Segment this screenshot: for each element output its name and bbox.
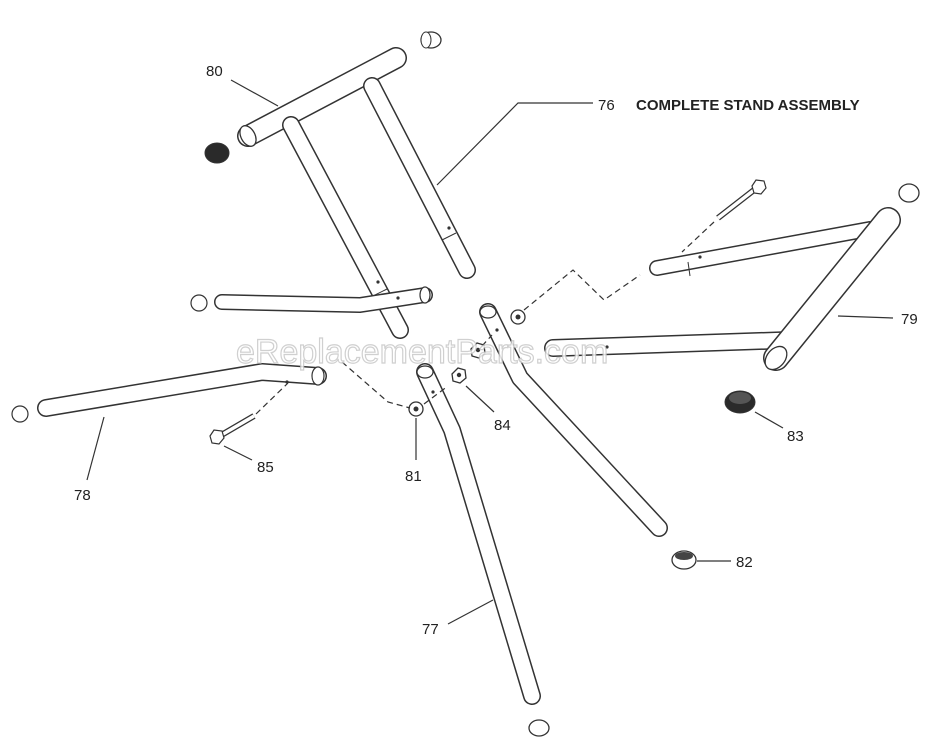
part-78-left-leg (37, 363, 327, 417)
assembly-dashed-lines (341, 269, 641, 409)
end-cap-small-left (190, 294, 208, 312)
part-81-washer (408, 401, 424, 417)
part-85-bolt (209, 382, 289, 445)
callout-80: 80 (206, 63, 223, 80)
end-cap-top-right (420, 31, 442, 49)
callout-76: 76 (598, 97, 615, 114)
leader-lines (86, 79, 894, 625)
end-cap-right-top (898, 183, 920, 203)
callout-84: 84 (494, 417, 511, 434)
part-82-cap (671, 550, 697, 570)
callout-78: 78 (74, 487, 91, 504)
part-83-dark-cap (724, 390, 756, 414)
watermark-text: eReplacementParts.com (236, 333, 608, 371)
callout-81: 81 (405, 468, 422, 485)
left-short-tube (214, 286, 433, 313)
part-77-front-leg (416, 363, 541, 705)
callout-83: 83 (787, 428, 804, 445)
part-80-top-handle (237, 47, 476, 339)
washer-right (510, 309, 526, 325)
callout-77: 77 (422, 621, 439, 638)
part-84-nut (451, 367, 467, 384)
diagram-title: COMPLETE STAND ASSEMBLY (636, 97, 860, 114)
end-cap-bottom (528, 719, 550, 737)
callout-79: 79 (901, 311, 918, 328)
end-cap-top-left-dark (204, 142, 230, 164)
part-79-right-frame (544, 207, 901, 371)
callout-82: 82 (736, 554, 753, 571)
center-diagonal-leg (479, 303, 668, 537)
bolt-upper-right (681, 179, 767, 253)
callout-85: 85 (257, 459, 274, 476)
end-cap-left (11, 405, 29, 423)
nut-center (470, 342, 486, 359)
